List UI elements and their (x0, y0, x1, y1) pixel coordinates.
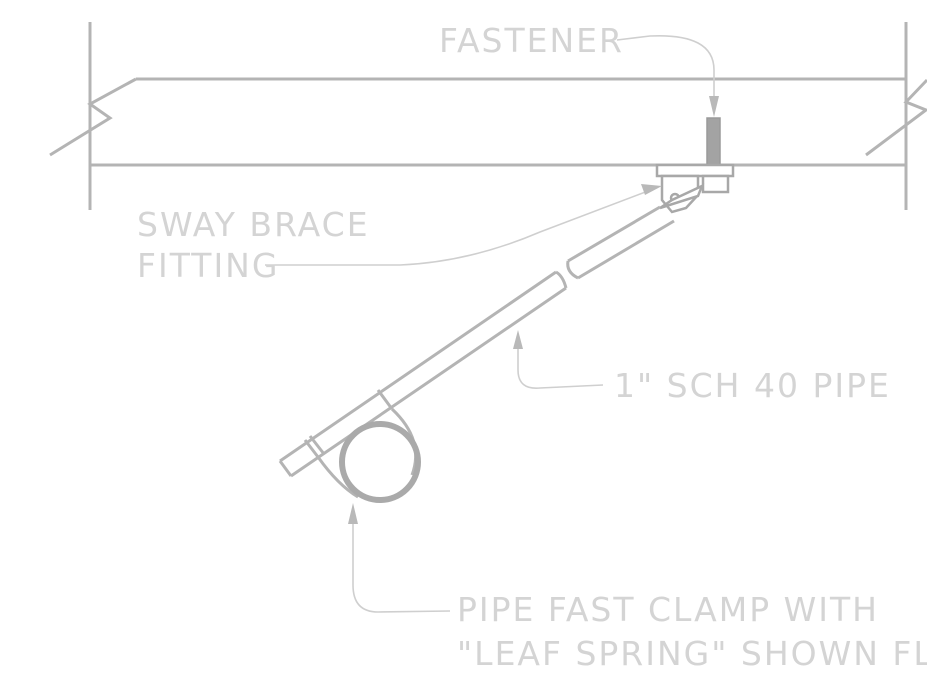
sway-brace-label-line2: FITTING (137, 246, 279, 285)
beam-structure (49, 22, 927, 210)
pipe-fast-clamp (303, 389, 421, 503)
fastener-bolt (706, 117, 721, 167)
brace-pipe-lower (278, 270, 568, 478)
fastener-leader (616, 35, 715, 98)
clamp-label-line1: PIPE FAST CLAMP WITH (457, 590, 879, 629)
fastener-label: FASTENER (439, 21, 624, 60)
sway-brace-label-line1: SWAY BRACE (137, 205, 370, 244)
sway-brace-leader (265, 190, 649, 266)
clamp-leader (352, 524, 451, 613)
pipe-spec-leader (517, 348, 604, 389)
leader-lines (265, 35, 719, 613)
sway-brace-fitting (655, 163, 735, 214)
clamp-label-line2: "LEAF SPRING" SHOWN FL (457, 634, 927, 673)
right-break-line (865, 78, 927, 157)
left-break-line (49, 77, 137, 157)
pipe-spec-label: 1" SCH 40 PIPE (614, 366, 891, 405)
brace-pipe-upper (566, 205, 675, 280)
pipe-spec-arrow (513, 330, 523, 349)
sway-brace-arrow (641, 184, 662, 195)
fastener-arrow (709, 96, 719, 117)
clamp-arrow (348, 503, 358, 524)
